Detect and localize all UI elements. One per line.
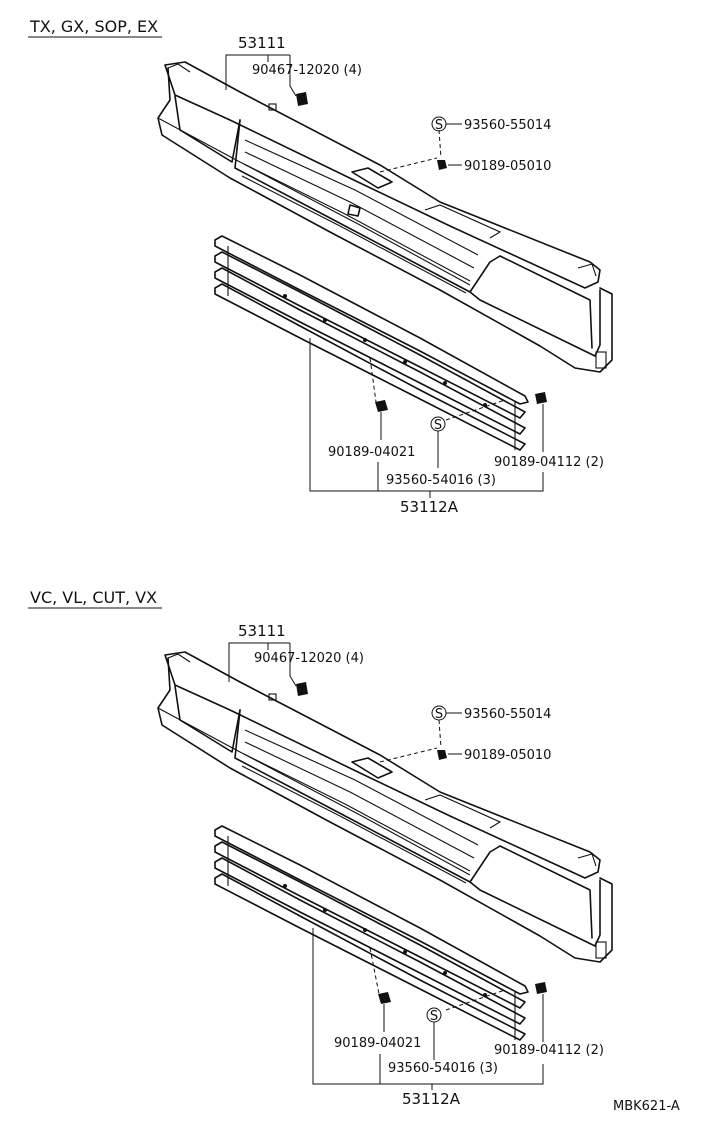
part-number-53111: 53111: [238, 622, 286, 640]
leader-line: [312, 928, 544, 1085]
section-2: VC, VL, CUT, VX: [28, 588, 613, 1108]
part-number-90189-04112: 90189-04112 (2): [494, 455, 604, 470]
part-number-90467-12020: 90467-12020 (4): [252, 63, 362, 78]
part-number-53112A: 53112A: [400, 498, 459, 516]
nut-icon: [437, 750, 447, 760]
section-1: TX, GX, SOP, EX: [28, 17, 613, 516]
nut-icon-left: [378, 992, 391, 1004]
drawing-code: MBK621-A: [613, 1099, 680, 1114]
clip-icon: [296, 92, 308, 106]
nut-icon: [437, 160, 447, 170]
part-number-90467-12020: 90467-12020 (4): [254, 651, 364, 666]
s-symbol-text: S: [435, 707, 443, 722]
part-number-53111: 53111: [238, 34, 286, 52]
s-symbol-text: S: [435, 118, 443, 133]
variant-header: VC, VL, CUT, VX: [30, 588, 157, 607]
part-number-90189-05010: 90189-05010: [464, 159, 551, 174]
s-symbol-text: S: [430, 1009, 438, 1024]
part-number-90189-04021: 90189-04021: [328, 445, 415, 460]
lower-grille-drawing: [214, 825, 529, 1041]
leader-line: [289, 55, 297, 97]
part-number-90189-04021: 90189-04021: [334, 1036, 421, 1051]
nut-icon-right: [535, 982, 547, 994]
leader-line: [289, 643, 297, 687]
clip-icon: [296, 682, 308, 696]
fastener-dashed-leader: [369, 357, 377, 403]
leader-line: [228, 642, 290, 682]
upper-grille-drawing: [157, 61, 613, 373]
nut-icon-right: [535, 392, 547, 404]
fastener-dashed-leader: [445, 989, 506, 1011]
s-symbol-text: S: [434, 418, 442, 433]
nut-icon-left: [375, 400, 388, 412]
leader-line: [225, 54, 290, 90]
section-2-drawing: [157, 642, 613, 1090]
part-number-90189-04112: 90189-04112 (2): [494, 1043, 604, 1058]
fastener-dashed-leader: [445, 399, 506, 421]
part-number-93560-55014: 93560-55014: [464, 707, 551, 722]
leader-line: [309, 338, 544, 492]
part-number-90189-05010: 90189-05010: [464, 748, 551, 763]
upper-grille-drawing: [157, 651, 613, 963]
lower-grille-drawing: [214, 235, 529, 451]
fastener-dashed-leader: [379, 747, 438, 763]
fastener-dashed-leader: [438, 129, 442, 159]
part-number-93560-54016: 93560-54016 (3): [388, 1061, 498, 1076]
part-number-53112A: 53112A: [402, 1090, 461, 1108]
fastener-dashed-leader: [369, 947, 380, 995]
part-number-93560-54016: 93560-54016 (3): [386, 473, 496, 488]
variant-header: TX, GX, SOP, EX: [29, 17, 158, 36]
part-number-93560-55014: 93560-55014: [464, 118, 551, 133]
fastener-dashed-leader: [379, 157, 438, 173]
fastener-dashed-leader: [438, 719, 442, 749]
